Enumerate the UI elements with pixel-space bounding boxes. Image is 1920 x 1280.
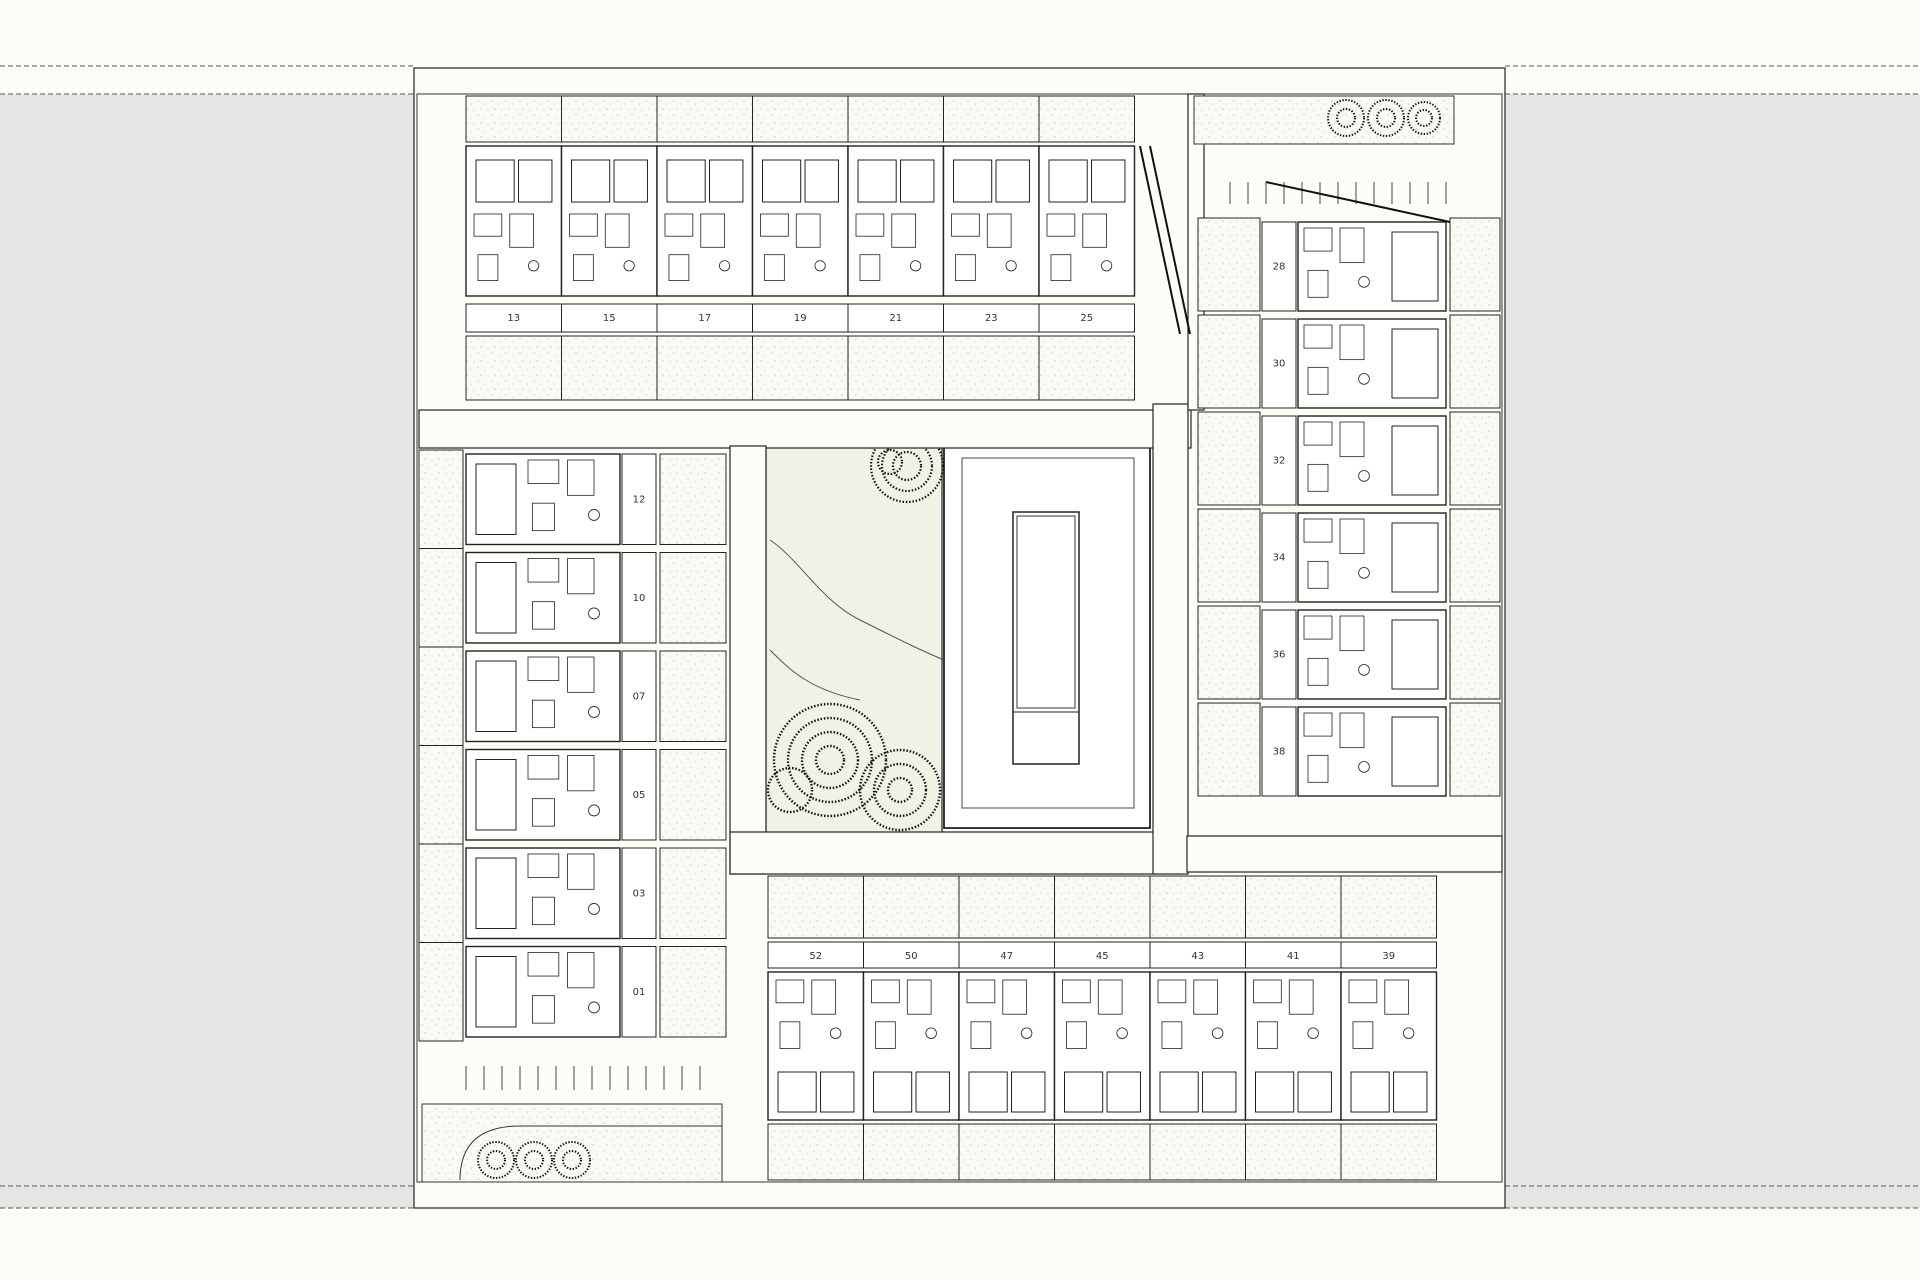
tree-cluster-bottom [766,702,942,832]
planter-north-east [1193,95,1455,204]
unit-number-label: 52 [809,951,822,962]
unit-module-bottom: 41 [1244,875,1342,1181]
garden-contour-2 [769,649,861,701]
walkways [418,93,1503,875]
unit-module-bottom: 45 [1053,875,1151,1181]
unit-number-label: 38 [1273,747,1286,758]
pool [1012,511,1080,765]
unit-module-top: 17 [656,95,754,401]
unit-module-bottom: 47 [958,875,1056,1181]
unit-module-left: 05 [418,745,727,845]
garden-contour [769,539,945,661]
unit-module-right: 36 [1197,605,1501,700]
unit-module-top: 19 [751,95,849,401]
unit-module-right: 30 [1197,314,1501,409]
dashed-boundary-lines [0,65,1920,1209]
unit-number-label: 34 [1273,553,1286,564]
unit-module-left: 12 [418,449,727,549]
unit-module-top: 21 [847,95,945,401]
unit-number-label: 05 [633,790,646,801]
pool-deck-inner [961,457,1135,809]
unit-number-label: 47 [1000,951,1013,962]
units-top-row: 13 15 17 19 21 23 25 [465,95,1136,401]
unit-number-label: 15 [603,313,616,324]
unit-number-label: 21 [889,313,902,324]
unit-number-label: 36 [1273,650,1286,661]
unit-number-label: 19 [794,313,807,324]
unit-number-label: 07 [633,691,646,702]
unit-module-left: 10 [418,548,727,648]
unit-module-left: 01 [418,942,727,1042]
unit-number-label: 13 [507,313,520,324]
unit-number-label: 43 [1191,951,1204,962]
unit-number-label: 28 [1273,262,1286,273]
unit-number-label: 03 [633,888,646,899]
unit-module-top: 13 [465,95,563,401]
unit-module-bottom: 50 [862,875,960,1181]
unit-number-label: 10 [633,593,646,604]
unit-module-right: 34 [1197,508,1501,603]
unit-module-bottom: 43 [1149,875,1247,1181]
unit-module-bottom: 39 [1340,875,1438,1181]
units-bottom-row: 52 50 47 45 43 41 39 [767,875,1438,1181]
unit-number-label: 45 [1096,951,1109,962]
unit-number-label: 50 [905,951,918,962]
unit-module-top: 25 [1038,95,1136,401]
unit-number-label: 30 [1273,359,1286,370]
unit-number-label: 39 [1382,951,1395,962]
central-garden [765,445,943,835]
unit-module-left: 03 [418,843,727,943]
unit-number-label: 12 [633,494,646,505]
unit-module-left: 07 [418,646,727,746]
unit-number-label: 32 [1273,456,1286,467]
unit-module-top: 23 [942,95,1040,401]
unit-number-label: 23 [985,313,998,324]
site-inner-frame [416,93,1503,1183]
angled-roof-edge [1265,181,1451,223]
unit-module-bottom: 52 [767,875,865,1181]
unit-module-right: 32 [1197,411,1501,506]
units-left-column: 12 10 07 05 03 01 [418,449,727,1042]
pool-inner [1016,515,1076,709]
units-right-column: 28 30 32 34 36 38 [1197,217,1501,797]
unit-module-top: 15 [560,95,658,401]
unit-module-right: 38 [1197,702,1501,797]
unit-number-label: 17 [698,313,711,324]
diagonal-connector [1139,145,1191,335]
left-side-panel [0,94,414,1208]
unit-number-label: 01 [633,987,646,998]
right-side-panel [1505,94,1920,1208]
unit-module-right: 28 [1197,217,1501,312]
planter-south-west [421,1066,723,1183]
unit-number-label: 41 [1287,951,1300,962]
unit-number-label: 25 [1080,313,1093,324]
